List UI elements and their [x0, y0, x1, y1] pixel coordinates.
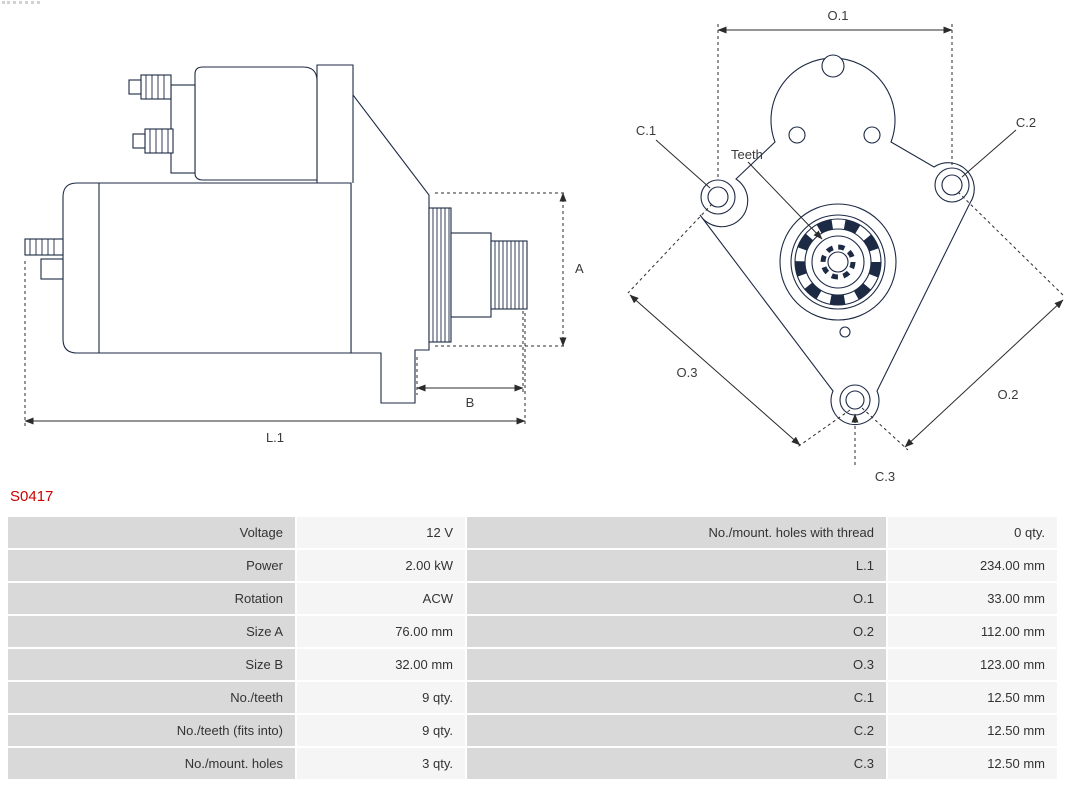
pinion-collar-hatch — [432, 208, 450, 342]
dim-o2-extensions — [861, 191, 1066, 451]
pinion-shaft — [450, 232, 492, 318]
terminal-stud-lower — [144, 128, 174, 154]
dim-label-c2: C.2 — [1016, 115, 1036, 130]
dim-label-o2: O.2 — [998, 387, 1019, 402]
spec-label: Size B — [8, 649, 295, 680]
spec-value: 3 qty. — [297, 748, 465, 779]
front-view-diagram: O.1 C.1 C.2 Teeth O.3 O.2 C.3 — [627, 8, 1066, 484]
spec-value: 12.50 mm — [888, 715, 1057, 746]
dim-l1-extensions — [24, 261, 526, 427]
terminal-stud-lower-hatch — [149, 129, 169, 153]
solenoid-body — [194, 66, 318, 181]
spec-label: C.1 — [467, 682, 886, 713]
terminal-stud-upper — [140, 74, 172, 100]
small-pilot-hole — [839, 326, 851, 338]
dim-label-o1: O.1 — [828, 8, 849, 23]
hole-c2 — [941, 174, 963, 196]
spec-label: Voltage — [8, 517, 295, 548]
spec-label: O.2 — [467, 616, 886, 647]
dim-o1-extensions — [717, 24, 953, 180]
spec-value: ACW — [297, 583, 465, 614]
spec-label: Rotation — [8, 583, 295, 614]
dim-a-extensions — [435, 192, 567, 347]
gear-teeth-ring — [795, 219, 881, 305]
leader-teeth — [747, 161, 823, 240]
leader-c1 — [655, 139, 711, 189]
top-tab-hole — [821, 54, 845, 78]
side-view-diagram: A B L.1 — [24, 64, 584, 445]
solenoid-end-cap — [170, 84, 196, 174]
shaft-center-hole — [827, 251, 849, 273]
spec-label: No./teeth (fits into) — [8, 715, 295, 746]
teeth-label: Teeth — [731, 147, 763, 162]
watermark — [2, 1, 40, 4]
spec-value: 112.00 mm — [888, 616, 1057, 647]
spec-label: No./mount. holes — [8, 748, 295, 779]
leader-c2 — [961, 129, 1017, 178]
hole-c2-ring — [934, 167, 970, 203]
dim-label-o3: O.3 — [677, 365, 698, 380]
product-code: S0417 — [10, 488, 54, 505]
dome-hole-left — [788, 126, 806, 144]
spec-value: 9 qty. — [297, 682, 465, 713]
hole-c3 — [845, 390, 865, 410]
spec-value: 76.00 mm — [297, 616, 465, 647]
spec-label: L.1 — [467, 550, 886, 581]
hole-c1 — [707, 186, 729, 208]
dome-hole-right — [863, 126, 881, 144]
spec-label: C.3 — [467, 748, 886, 779]
terminal-nut-lower — [132, 133, 146, 149]
spec-value: 123.00 mm — [888, 649, 1057, 680]
shaft-spline-ring — [820, 244, 856, 280]
center-boss-inner — [790, 214, 886, 310]
spec-label: C.2 — [467, 715, 886, 746]
spec-value: 2.00 kW — [297, 550, 465, 581]
spec-label: O.3 — [467, 649, 886, 680]
pinion-collar — [428, 207, 452, 343]
rear-boss — [40, 258, 64, 280]
terminal-stud-upper-hatch — [145, 75, 165, 99]
spec-value: 12.50 mm — [888, 682, 1057, 713]
terminal-nut-upper — [128, 79, 142, 95]
spec-value: 32.00 mm — [297, 649, 465, 680]
spec-label: O.1 — [467, 583, 886, 614]
spec-label: Size A — [8, 616, 295, 647]
dim-o3-extensions — [627, 203, 851, 449]
spec-value: 33.00 mm — [888, 583, 1057, 614]
rear-stud — [24, 238, 64, 256]
hole-c1-ring — [700, 179, 736, 215]
spec-label: Power — [8, 550, 295, 581]
spec-value: 9 qty. — [297, 715, 465, 746]
dim-label-c1: C.1 — [636, 123, 656, 138]
center-boss-outer — [779, 203, 897, 321]
dim-label-a: A — [575, 261, 584, 276]
pinion-gear-teeth — [494, 241, 524, 309]
spec-value: 12 V — [297, 517, 465, 548]
spec-value: 234.00 mm — [888, 550, 1057, 581]
pinion-gear — [490, 240, 528, 310]
motor-body — [62, 182, 352, 354]
shaft-bore — [811, 235, 865, 289]
dim-o3-line — [629, 294, 801, 446]
spec-value: 0 qty. — [888, 517, 1057, 548]
dim-o2-line — [904, 299, 1064, 448]
spec-label: No./mount. holes with thread — [467, 517, 886, 548]
dim-label-b: B — [466, 395, 475, 410]
gear-inner-ring — [804, 228, 872, 296]
spec-table: Voltage 12 V No./mount. holes with threa… — [8, 517, 1057, 779]
dim-label-l1: L.1 — [266, 430, 284, 445]
spec-value: 12.50 mm — [888, 748, 1057, 779]
spec-label: No./teeth — [8, 682, 295, 713]
rear-stud-hatch — [29, 239, 55, 255]
dim-label-c3: C.3 — [875, 469, 895, 484]
